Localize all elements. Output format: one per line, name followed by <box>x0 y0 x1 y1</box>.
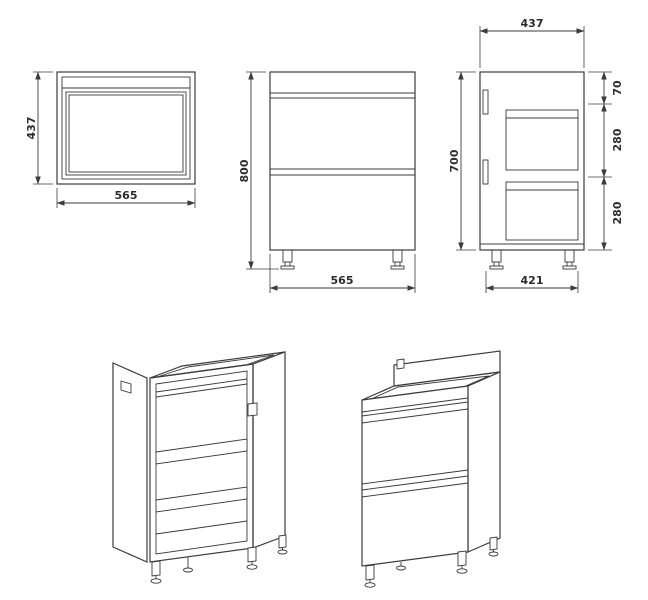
plan-outer-edge <box>56 71 196 185</box>
side-upper-slide <box>482 89 489 115</box>
adjustable-foot <box>396 565 406 571</box>
open-door-panel <box>112 362 148 563</box>
leg-front-right <box>457 550 467 567</box>
plan-view <box>56 71 196 185</box>
side-clamp-hardware <box>247 402 258 417</box>
leg-back-right <box>278 534 287 549</box>
dim-label-plan-width: 565 <box>115 189 138 202</box>
adjustable-foot <box>183 567 193 573</box>
interior-back-rail-bottom <box>155 383 248 398</box>
front-right-leg-stem <box>394 261 401 267</box>
cabinet-front-face <box>361 385 469 567</box>
interior-back-rail-top <box>155 378 248 393</box>
dim-label-side-bottom-width: 421 <box>521 274 544 287</box>
drawer2-top-gap <box>361 475 469 491</box>
side-upper-drawer <box>505 109 579 171</box>
dim-label-side-top-width: 437 <box>521 17 544 30</box>
front-left-leg <box>282 249 293 263</box>
interior-low-rail <box>155 486 248 513</box>
drawer1-bottom-gap <box>361 469 469 485</box>
side-view-dimensions: 437 700 421 70 280 280 <box>448 17 624 293</box>
side-back-leg-stem <box>566 261 573 267</box>
carcass-front-opening <box>155 370 248 555</box>
door-hinge-hardware <box>120 380 132 394</box>
side-front-foot <box>489 265 504 270</box>
iso-assembled-view <box>361 350 501 588</box>
front-left-foot <box>280 265 295 270</box>
interior-bottom-edge <box>155 520 248 535</box>
leg-front-left <box>151 560 161 577</box>
dim-label-side-seg1: 70 <box>611 80 624 96</box>
plan-opening-inner <box>68 94 184 173</box>
dim-label-plan-depth: 437 <box>25 117 38 140</box>
front-view-dimensions: 800 565 <box>238 71 416 293</box>
dim-label-side-height: 700 <box>448 149 461 172</box>
dim-label-side-seg2: 280 <box>611 128 624 151</box>
adjustable-foot <box>246 564 258 570</box>
dim-label-front-height: 800 <box>238 159 251 182</box>
leg-back-right <box>489 536 498 551</box>
iso-open-carcass-view <box>112 351 288 584</box>
side-lower-slide <box>482 159 489 185</box>
side-front-leg <box>491 249 502 263</box>
side-body <box>479 71 585 251</box>
side-back-leg <box>564 249 575 263</box>
drawer1-top-gap <box>361 401 469 417</box>
cabinet-right-side <box>467 371 501 553</box>
front-left-leg-stem <box>284 261 291 267</box>
leg-front-right <box>247 546 257 563</box>
side-lower-drawer <box>505 181 579 241</box>
drawer1-edge-groove <box>361 408 469 424</box>
drawer2-edge-groove <box>361 482 469 498</box>
side-front-leg-stem <box>493 261 500 267</box>
front-rail-line <box>361 397 469 413</box>
plan-view-dimensions: 437 565 <box>25 71 196 208</box>
interior-mid-rail <box>155 438 248 465</box>
adjustable-foot <box>488 551 499 557</box>
front-right-foot <box>390 265 405 270</box>
front-right-leg <box>392 249 403 263</box>
back-clamp-hardware <box>396 358 405 370</box>
leg-front-left <box>365 564 375 581</box>
side-view <box>479 71 585 270</box>
dim-label-side-seg3: 280 <box>611 201 624 224</box>
adjustable-foot <box>150 578 162 584</box>
adjustable-foot <box>277 549 288 555</box>
adjustable-foot <box>364 582 376 588</box>
plan-inner-panel-edge <box>61 76 191 180</box>
front-view <box>269 71 416 270</box>
adjustable-foot <box>456 568 468 574</box>
side-back-foot <box>562 265 577 270</box>
dim-label-front-width: 565 <box>331 274 354 287</box>
plan-opening-outer <box>65 91 187 176</box>
carcass-right-side <box>252 351 286 549</box>
front-body <box>269 71 416 251</box>
